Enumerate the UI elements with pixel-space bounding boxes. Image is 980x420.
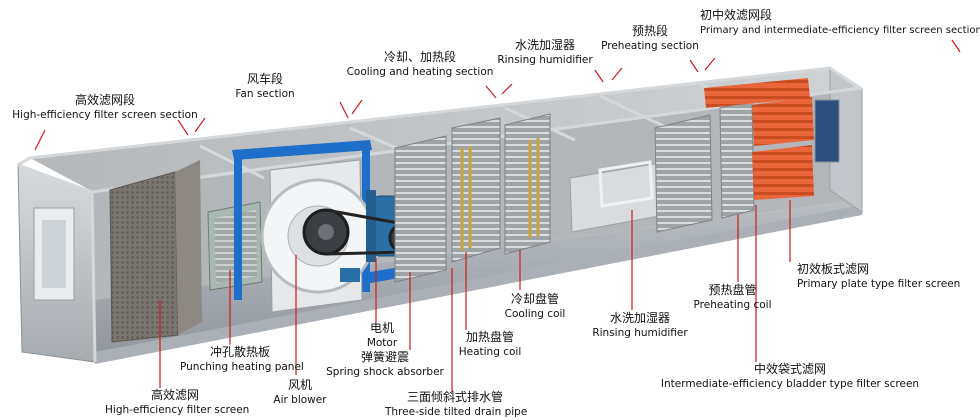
label-drain-pipe: 三面倾斜式排水管 Three-side tilted drain pipe <box>385 390 528 420</box>
label-preheating-coil: 预热盘管 Preheating coil <box>685 283 780 313</box>
base-rail <box>95 205 862 364</box>
label-rinsing-humidifier: 水洗加湿器 Rinsing humidifier <box>585 311 695 341</box>
label-en: Motor <box>366 337 398 349</box>
label-en: High-efficiency filter screen section <box>12 109 198 121</box>
label-cn: 初中效滤网段 <box>700 8 773 22</box>
label-en: Fan section <box>235 88 295 100</box>
label-en: Cooling and heating section <box>346 66 494 78</box>
label-primary-intermediate-section: 初中效滤网段 Primary and intermediate-efficien… <box>700 8 980 38</box>
label-en: Preheating coil <box>693 299 772 311</box>
label-cn: 高效滤网 <box>150 388 199 402</box>
label-cn: 风车段 <box>246 72 283 86</box>
label-en: Primary plate type filter screen <box>797 278 961 290</box>
bag-filters <box>704 78 814 200</box>
label-cn: 初效板式滤网 <box>797 262 870 276</box>
label-cooling-heating-section: 冷却、加热段 Cooling and heating section <box>340 50 500 80</box>
label-hepa-filter: 高效滤网 High-efficiency filter screen <box>105 388 250 418</box>
label-en: Three-side tilted drain pipe <box>385 406 528 418</box>
label-en: Heating coil <box>458 346 522 358</box>
label-hepa-section: 高效滤网段 High-efficiency filter screen sect… <box>10 93 200 123</box>
label-en: Spring shock absorber <box>326 366 444 378</box>
label-en: Preheating section <box>601 40 699 52</box>
label-en: Cooling coil <box>504 308 566 320</box>
label-cn: 冷却、加热段 <box>383 50 456 64</box>
preheat-coil <box>654 99 755 233</box>
label-en: Rinsing humidifier <box>497 54 593 66</box>
label-cn: 中效袋式滤网 <box>753 362 826 376</box>
label-cn: 三面倾斜式排水管 <box>406 390 503 404</box>
label-cn: 冲孔散热板 <box>209 345 270 359</box>
label-punching-heating-panel: 冲孔散热板 Punching heating panel <box>180 345 304 375</box>
coil-section <box>394 113 551 283</box>
label-cn: 预热盘管 <box>708 283 757 297</box>
rear-window <box>814 99 840 163</box>
leader-lines <box>159 200 791 392</box>
label-primary-plate-filter: 初效板式滤网 Primary plate type filter screen <box>797 262 975 292</box>
label-heating-coil: 加热盘管 Heating coil <box>450 330 530 360</box>
label-cn: 冷却盘管 <box>510 292 559 306</box>
label-rinsing-humidifier-section: 水洗加湿器 Rinsing humidifier <box>490 38 600 68</box>
label-en: High-efficiency filter screen <box>105 404 250 416</box>
label-en: Rinsing humidifier <box>592 327 688 339</box>
label-cn: 水洗加湿器 <box>609 311 670 325</box>
label-cn: 电机 <box>369 321 394 335</box>
section-brackets <box>34 39 961 151</box>
label-preheating-section: 预热段 Preheating section <box>600 24 700 54</box>
label-en: Air blower <box>273 394 327 406</box>
label-cn: 弹簧避震 <box>360 350 409 364</box>
label-cn: 高效滤网段 <box>74 93 135 107</box>
label-fan-section: 风车段 Fan section <box>215 72 315 102</box>
label-en: Punching heating panel <box>180 361 304 373</box>
label-en: Primary and intermediate-efficiency filt… <box>700 25 980 36</box>
label-cn: 风机 <box>287 378 312 392</box>
label-cn: 水洗加湿器 <box>514 38 575 52</box>
label-air-blower: 风机 Air blower <box>265 378 335 408</box>
label-spring-shock-absorber: 弹簧避震 Spring shock absorber <box>320 350 450 380</box>
label-en: Intermediate-efficiency bladder type fil… <box>660 378 920 390</box>
label-cn: 预热段 <box>631 24 668 38</box>
label-intermediate-bag-filter: 中效袋式滤网 Intermediate-efficiency bladder t… <box>660 362 920 392</box>
label-cooling-coil: 冷却盘管 Cooling coil <box>495 292 575 322</box>
hepa-filter <box>109 160 202 343</box>
label-motor: 电机 Motor <box>352 321 412 351</box>
label-cn: 加热盘管 <box>465 330 514 344</box>
